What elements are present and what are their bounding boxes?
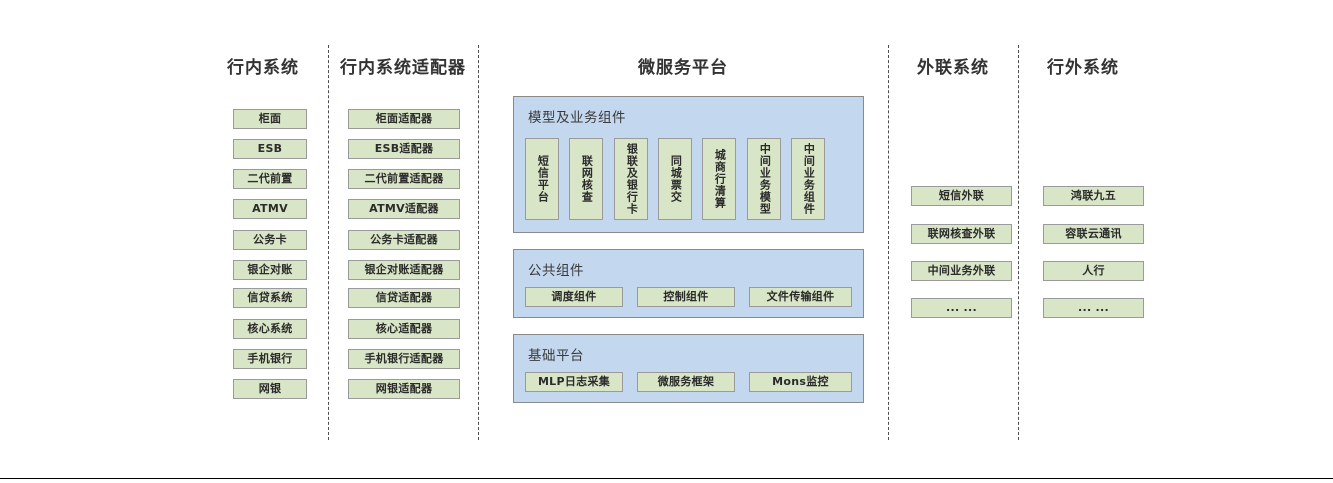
list-item[interactable]: 短信外联	[911, 186, 1012, 206]
base-platform-item[interactable]: MLP日志采集	[525, 372, 623, 392]
list-item[interactable]: 联网核查外联	[911, 224, 1012, 244]
list-item[interactable]: 人行	[1043, 261, 1144, 281]
model-component-item[interactable]: 银联及银行卡	[614, 138, 648, 220]
list-item[interactable]: 信贷系统	[233, 288, 307, 308]
column-title-microservice: 微服务平台	[638, 58, 728, 78]
list-item[interactable]: 中间业务外联	[911, 261, 1012, 281]
list-item[interactable]: ATMV适配器	[348, 199, 460, 219]
column-title-outside-bank: 行外系统	[1047, 58, 1119, 78]
list-item[interactable]: ... ...	[911, 298, 1012, 318]
list-item[interactable]: 鸿联九五	[1043, 186, 1144, 206]
list-item[interactable]: 柜面适配器	[348, 109, 460, 129]
column-title-bank-adapter: 行内系统适配器	[340, 58, 466, 78]
list-item[interactable]: 容联云通讯	[1043, 224, 1144, 244]
divider-adapter-microservice	[478, 45, 479, 440]
model-component-item[interactable]: 联网核查	[569, 138, 603, 220]
base-platform-item[interactable]: 微服务框架	[637, 372, 735, 392]
group-label-base-platform: 基础平台	[528, 348, 584, 364]
column-title-external-link: 外联系统	[917, 58, 989, 78]
model-component-item[interactable]: 城商行清算	[702, 138, 736, 220]
list-item[interactable]: 柜面	[233, 109, 307, 129]
divider-internal-adapter	[328, 45, 329, 440]
group-label-model-business: 模型及业务组件	[528, 110, 626, 126]
model-component-item[interactable]: 中间业务模型	[747, 138, 781, 220]
list-item[interactable]: 网银	[233, 379, 307, 399]
public-component-item[interactable]: 控制组件	[637, 287, 735, 307]
list-item[interactable]: 二代前置适配器	[348, 169, 460, 189]
list-item[interactable]: ... ...	[1043, 298, 1144, 318]
bottom-divider	[0, 478, 1333, 479]
public-component-item[interactable]: 文件传输组件	[749, 287, 852, 307]
list-item[interactable]: 手机银行	[233, 349, 307, 369]
model-component-item[interactable]: 中间业务组件	[791, 138, 825, 220]
list-item[interactable]: ESB	[233, 139, 307, 159]
list-item[interactable]: ATMV	[233, 199, 307, 219]
list-item[interactable]: 公务卡	[233, 230, 307, 250]
list-item[interactable]: ESB适配器	[348, 139, 460, 159]
list-item[interactable]: 信贷适配器	[348, 288, 460, 308]
divider-microservice-external	[888, 45, 889, 440]
group-base-platform: 基础平台	[513, 334, 864, 403]
list-item[interactable]: 核心适配器	[348, 319, 460, 339]
group-label-public-components: 公共组件	[528, 263, 584, 279]
list-item[interactable]: 银企对账	[233, 260, 307, 280]
base-platform-item[interactable]: Mons监控	[749, 372, 852, 392]
list-item[interactable]: 手机银行适配器	[348, 349, 460, 369]
list-item[interactable]: 核心系统	[233, 319, 307, 339]
divider-external-outside	[1018, 45, 1019, 440]
list-item[interactable]: 二代前置	[233, 169, 307, 189]
group-public-components: 公共组件	[513, 249, 864, 318]
list-item[interactable]: 网银适配器	[348, 379, 460, 399]
model-component-item[interactable]: 同城票交	[658, 138, 692, 220]
list-item[interactable]: 银企对账适配器	[348, 260, 460, 280]
public-component-item[interactable]: 调度组件	[525, 287, 623, 307]
column-title-bank-internal: 行内系统	[227, 58, 299, 78]
list-item[interactable]: 公务卡适配器	[348, 230, 460, 250]
model-component-item[interactable]: 短信平台	[525, 138, 559, 220]
